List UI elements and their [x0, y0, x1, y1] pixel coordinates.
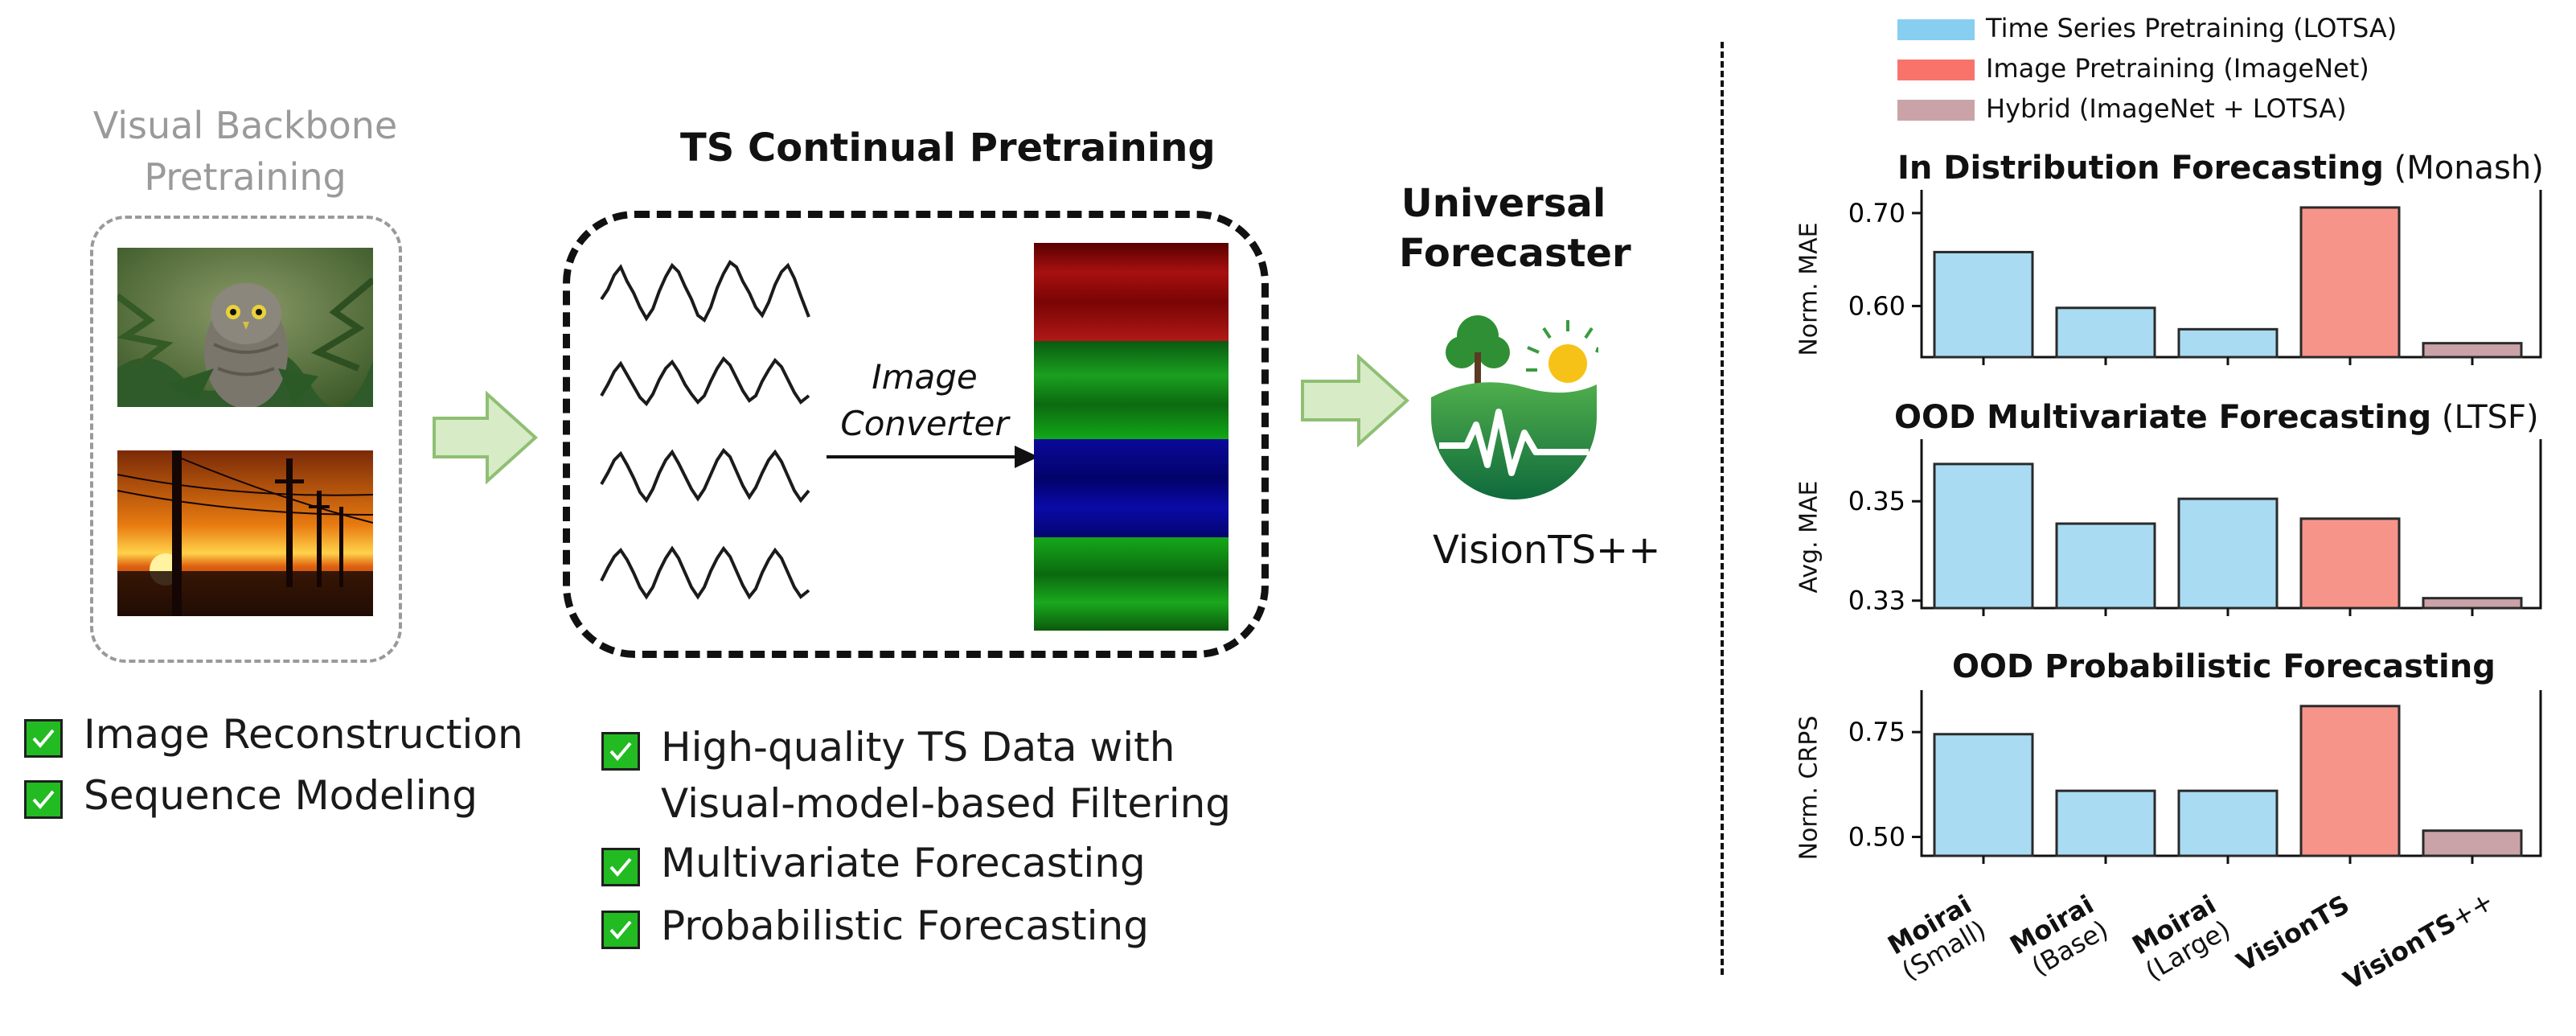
legend-label-hybrid: Hybrid (ImageNet + LOTSA): [1986, 93, 2347, 124]
legend-swatch-ts: [1897, 19, 1975, 40]
legend-label-image: Image Pretraining (ImageNet): [1986, 53, 2369, 84]
chart-bar: [1933, 733, 2034, 857]
section-divider: [1721, 42, 1724, 975]
checkbox-probabilistic: [601, 911, 640, 949]
ytick-label: 0.75: [1848, 717, 1905, 747]
forecaster-title-line1: Universal: [1401, 181, 1606, 226]
chart-bar: [2055, 306, 2156, 359]
visionts-logo-icon: [1431, 315, 1598, 500]
legend-label-ts: Time Series Pretraining (LOTSA): [1986, 13, 2398, 43]
ytick-label: 0.60: [1848, 290, 1905, 321]
ytick-label: 0.33: [1848, 586, 1905, 616]
check-label-filtering: Visual-model-based Filtering: [661, 780, 1232, 827]
flow-arrow-icon: [433, 391, 538, 484]
ytick-label: 0.70: [1848, 198, 1905, 228]
chart-title-ood-multivariate: OOD Multivariate Forecasting (LTSF): [1894, 399, 2539, 436]
chart-bar: [2299, 206, 2401, 359]
backbone-title-line1: Visual Backbone: [92, 104, 398, 147]
chart-bar: [2422, 342, 2523, 359]
flow-arrow-icon: [1301, 354, 1409, 447]
chart-title-bold: OOD Probabilistic Forecasting: [1952, 648, 2496, 685]
sunset-image: [117, 450, 373, 616]
converter-label: Image Converter: [828, 354, 1021, 447]
ytick-label: 0.50: [1848, 822, 1905, 853]
check-label-sequence-modeling: Sequence Modeling: [84, 772, 478, 819]
backbone-title: Visual Backbone Pretraining: [64, 100, 426, 203]
checkmark-icon: [32, 729, 55, 749]
chart-bar: [2177, 497, 2279, 610]
ts-pretraining-box: [563, 211, 1269, 658]
chart-title-rest: (LTSF): [2431, 399, 2539, 436]
chart-bar: [1933, 250, 2034, 359]
chart-bar: [2299, 517, 2401, 610]
rgb-image: [1034, 243, 1229, 631]
converter-label-line1: Image: [872, 357, 978, 397]
chart-bar: [1933, 462, 2034, 610]
chart-bar: [2422, 829, 2523, 857]
owl-image: [117, 248, 373, 407]
checkmark-icon: [32, 790, 55, 810]
chart-bar: [2177, 327, 2279, 359]
time-series-waves: [598, 243, 812, 631]
converter-arrow-icon: [827, 446, 1039, 468]
checkbox-image-reconstruction: [24, 719, 63, 758]
chart-bar: [2055, 789, 2156, 857]
backbone-title-line2: Pretraining: [144, 155, 347, 199]
checkbox-high-quality-data: [601, 732, 640, 771]
converter-label-line2: Converter: [840, 404, 1009, 443]
check-label-image-reconstruction: Image Reconstruction: [84, 711, 523, 758]
checkmark-icon: [609, 920, 632, 940]
forecaster-title: Universal Forecaster: [1399, 179, 1631, 278]
ytick-label: 0.35: [1848, 486, 1905, 516]
chart-bar: [2299, 705, 2401, 857]
backbone-box: [90, 216, 402, 663]
chart-title-bold: OOD Multivariate Forecasting: [1894, 399, 2432, 436]
check-label-multivariate: Multivariate Forecasting: [661, 840, 1146, 886]
forecaster-name: VisionTS++: [1433, 528, 1661, 573]
forecaster-title-line2: Forecaster: [1399, 231, 1631, 276]
checkbox-multivariate: [601, 848, 640, 886]
chart-title-rest: (Monash): [2383, 150, 2544, 187]
checkbox-sequence-modeling: [24, 780, 63, 819]
legend-swatch-hybrid: [1897, 100, 1975, 121]
checkmark-icon: [609, 857, 632, 878]
chart-bar: [2422, 597, 2523, 610]
chart-title-bold: In Distribution Forecasting: [1897, 150, 2384, 187]
chart-bar: [2055, 522, 2156, 610]
chart-title-in-distribution: In Distribution Forecasting (Monash): [1897, 150, 2544, 187]
ts-pretraining-title: TS Continual Pretraining: [680, 125, 1216, 171]
legend-swatch-image: [1897, 60, 1975, 80]
checkmark-icon: [609, 742, 632, 762]
chart-title-ood-probabilistic: OOD Probabilistic Forecasting: [1952, 648, 2496, 685]
check-label-high-quality-data: High-quality TS Data with: [661, 724, 1175, 771]
check-label-probabilistic: Probabilistic Forecasting: [661, 902, 1149, 949]
chart-bar: [2177, 789, 2279, 857]
